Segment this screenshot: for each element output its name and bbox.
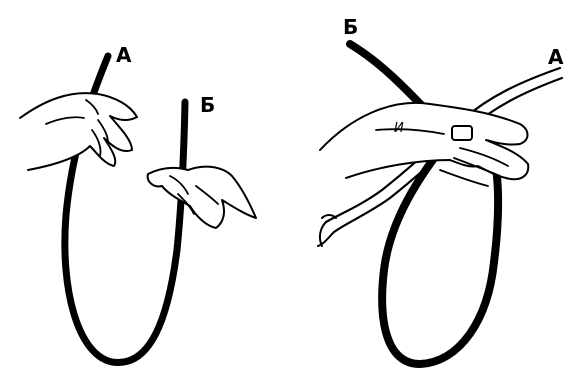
left-hand-b	[148, 167, 256, 228]
left-hand-a	[20, 93, 137, 170]
left-label-a: А	[116, 43, 132, 67]
right-label-a: А	[548, 45, 564, 69]
right-label-i: И	[394, 121, 404, 136]
right-label-b: Б	[343, 15, 358, 39]
right-figure: Б А И	[318, 15, 564, 364]
left-figure: А Б	[20, 43, 256, 363]
left-label-b: Б	[200, 93, 215, 117]
right-rope-thick	[350, 44, 498, 364]
